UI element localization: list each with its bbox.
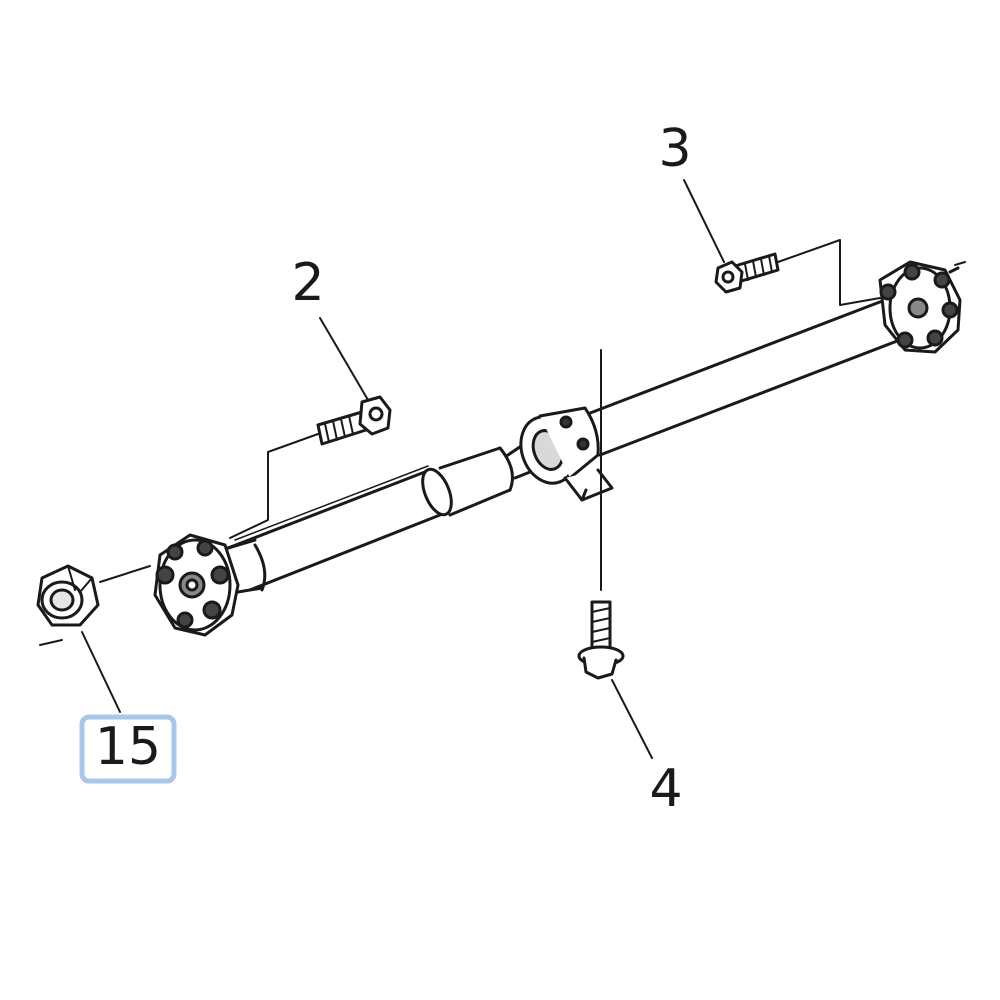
- bolt-2: [316, 395, 392, 446]
- callout-leaders: [81, 179, 725, 759]
- callout-4: 4: [649, 759, 682, 819]
- callout-2: 2: [291, 253, 324, 313]
- nut-15: [36, 564, 100, 627]
- center-bearing: [506, 406, 614, 502]
- assembly-lines: [39, 239, 966, 646]
- callout-3: 3: [658, 119, 691, 179]
- rear-flex-coupling: [878, 260, 962, 354]
- callout-15: 15: [95, 717, 161, 777]
- bolt-3: [714, 252, 780, 294]
- propeller-shaft: [226, 298, 907, 594]
- front-flex-coupling: [153, 533, 240, 637]
- bolt-4: [577, 600, 625, 680]
- callout-15-highlight: 15: [79, 714, 177, 784]
